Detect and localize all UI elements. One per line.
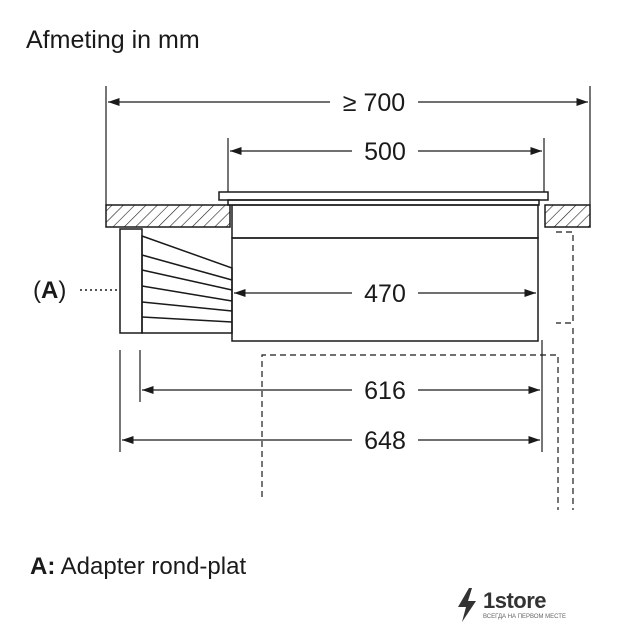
legend-key: A: — [30, 553, 56, 580]
dim-label-500: 500 — [364, 138, 406, 166]
callout-open: ( — [33, 277, 41, 304]
svg-text:(A): (A) — [33, 277, 66, 304]
store-logo: 1store ВСЕГДА НА ПЕРВОМ МЕСТЕ — [455, 587, 575, 627]
dim-label-470: 470 — [364, 280, 406, 308]
callout-a: (A) — [33, 277, 120, 304]
logo-name: 1store — [483, 588, 547, 613]
extension-lines — [105, 86, 591, 452]
cabinet-outline — [261, 231, 574, 510]
worktop — [105, 204, 591, 228]
dim-label-616: 616 — [364, 377, 406, 405]
logo-tagline: ВСЕГДА НА ПЕРВОМ МЕСТЕ — [483, 614, 566, 620]
lightning-bolt-icon — [458, 588, 476, 622]
dim-label-648: 648 — [364, 427, 406, 455]
hob-top — [218, 191, 549, 206]
callout-close: ) — [58, 277, 66, 304]
legend: A: Adapter rond-plat — [30, 553, 246, 581]
dimension-lines — [108, 97, 588, 445]
hob-body — [231, 204, 539, 342]
legend-text: Adapter rond-plat — [60, 553, 247, 580]
diagram-title: Afmeting in mm — [26, 26, 200, 54]
dim-label-700: ≥ 700 — [343, 89, 405, 117]
adapter-round-flat — [119, 228, 233, 334]
callout-letter: A — [41, 277, 58, 304]
